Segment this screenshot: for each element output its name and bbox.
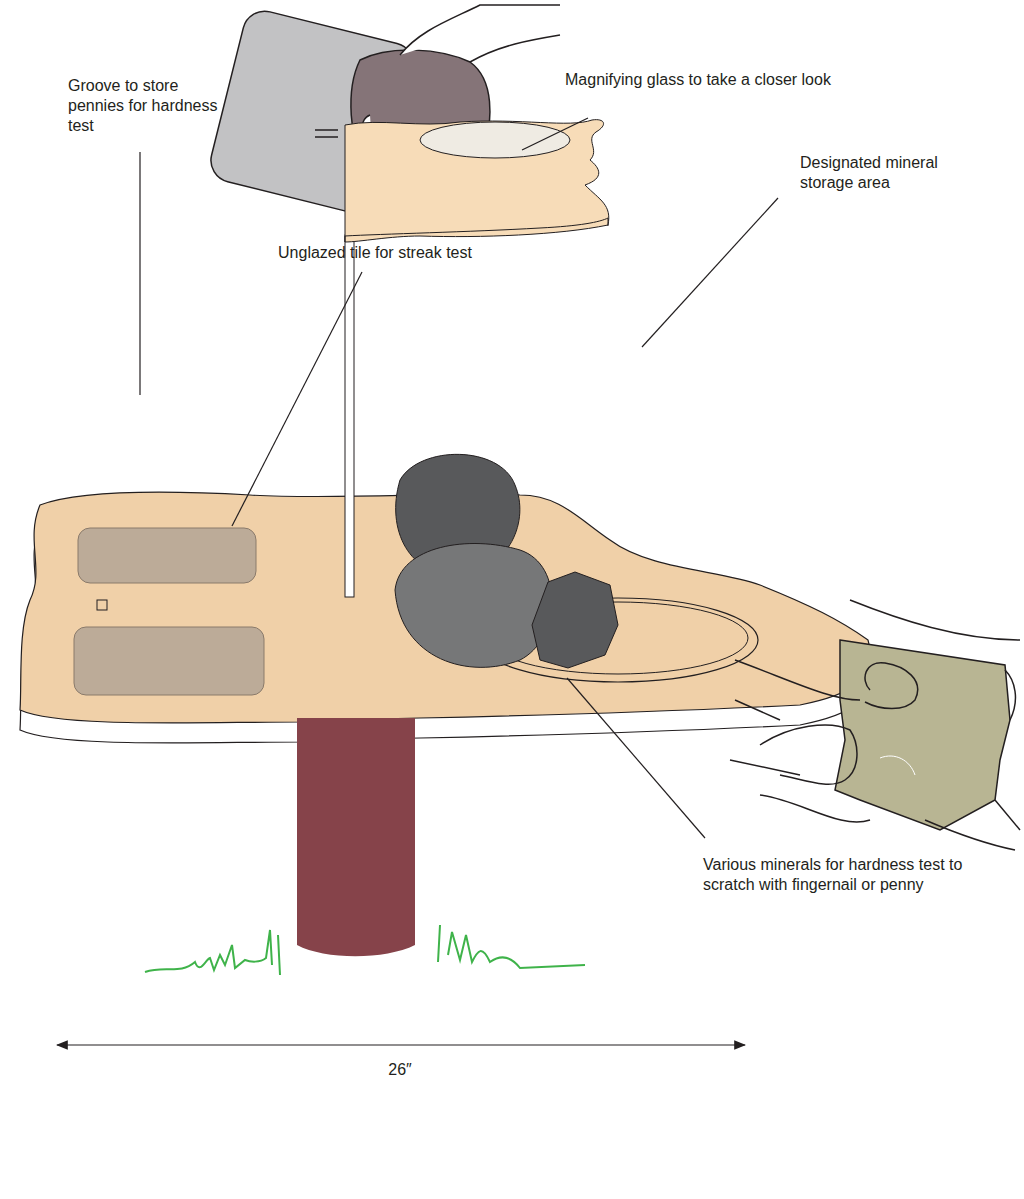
magnifying-glass	[420, 122, 570, 158]
callout-label: Various minerals for hardness test to sc…	[703, 855, 1018, 895]
hardness-test-figure	[730, 600, 1020, 850]
mineral-rock	[395, 543, 552, 667]
post	[297, 718, 415, 956]
mineral-rock	[532, 572, 618, 668]
penny-groove	[74, 627, 264, 695]
callout-label: Designated mineral storage area	[800, 153, 975, 193]
callout-label: Unglazed tile for streak test	[250, 243, 500, 263]
grass	[145, 925, 585, 975]
dimension-label: 26″	[360, 1060, 440, 1080]
magnifier-holder	[345, 120, 609, 242]
callout-label: Groove to store pennies for hardness tes…	[68, 76, 228, 136]
penny-groove	[78, 528, 256, 583]
leader-line	[140, 118, 778, 838]
small-marker	[97, 600, 107, 610]
callout-label: Magnifying glass to take a closer look	[565, 70, 895, 90]
dimension-line	[57, 1044, 745, 1045]
